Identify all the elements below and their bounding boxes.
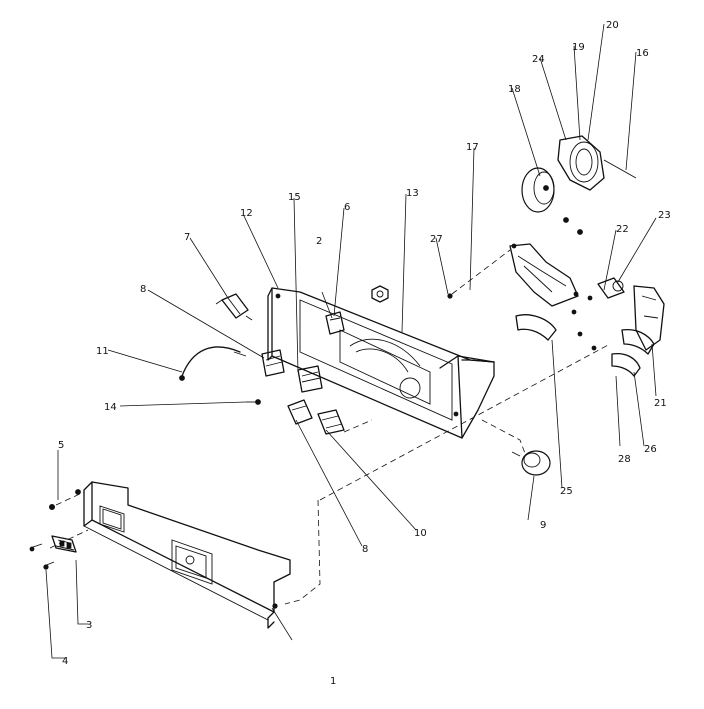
label-6: 6	[344, 202, 350, 213]
part-9-knob	[511, 450, 551, 476]
label-19: 19	[572, 42, 585, 53]
label-18: 18	[508, 84, 521, 95]
label-7: 7	[184, 232, 190, 243]
label-24: 24	[532, 54, 545, 65]
part-21-actuator	[633, 285, 665, 351]
label-11: 11	[96, 346, 109, 357]
part-26-guide	[621, 328, 655, 355]
label-3: 3	[86, 620, 92, 631]
part-8-switch-lower	[287, 399, 313, 425]
label-25: 25	[560, 486, 573, 497]
label-2: 2	[316, 236, 322, 247]
label-28: 28	[618, 454, 631, 465]
switch-bracket	[51, 535, 77, 553]
part-7-capacitor	[215, 293, 253, 321]
label-9: 9	[540, 520, 546, 531]
label-1: 1	[330, 676, 336, 687]
screw-a	[571, 309, 577, 315]
label-8-upper: 8	[140, 284, 146, 295]
part-18-wheel	[521, 167, 555, 213]
part-10-switch	[317, 409, 345, 435]
label-5: 5	[58, 440, 64, 451]
label-14: 14	[104, 402, 117, 413]
label-15: 15	[288, 192, 301, 203]
label-13: 13	[406, 188, 419, 199]
screw-d	[587, 295, 593, 301]
screw-c	[591, 345, 597, 351]
part-23-solenoid	[597, 277, 625, 299]
screw-14	[246, 399, 261, 405]
wire-harness-11	[179, 346, 247, 381]
label-8-lower: 8	[362, 544, 368, 555]
part-8-switch-upper	[261, 349, 285, 377]
label-17: 17	[466, 142, 479, 153]
label-16: 16	[636, 48, 649, 59]
label-12: 12	[240, 208, 253, 219]
label-23: 23	[658, 210, 671, 221]
front-panel	[75, 481, 291, 629]
screw-b	[577, 331, 583, 337]
label-10: 10	[414, 528, 427, 539]
auger-bracket	[557, 135, 637, 235]
label-21: 21	[654, 398, 667, 409]
label-4: 4	[62, 656, 68, 667]
label-27: 27	[430, 234, 443, 245]
screw-27	[447, 293, 453, 299]
screw-5	[49, 503, 56, 510]
label-26: 26	[644, 444, 657, 455]
part-28-guide	[611, 352, 641, 377]
screw-4	[43, 561, 55, 570]
label-22: 22	[616, 224, 629, 235]
part-6-switch	[325, 311, 345, 335]
hex-nut	[371, 285, 389, 303]
screw-extra	[29, 543, 43, 552]
label-20: 20	[606, 20, 619, 31]
part-25-guide	[515, 314, 557, 341]
control-housing	[267, 287, 495, 439]
motor-bracket	[509, 243, 579, 307]
part-15-switch	[297, 365, 323, 393]
